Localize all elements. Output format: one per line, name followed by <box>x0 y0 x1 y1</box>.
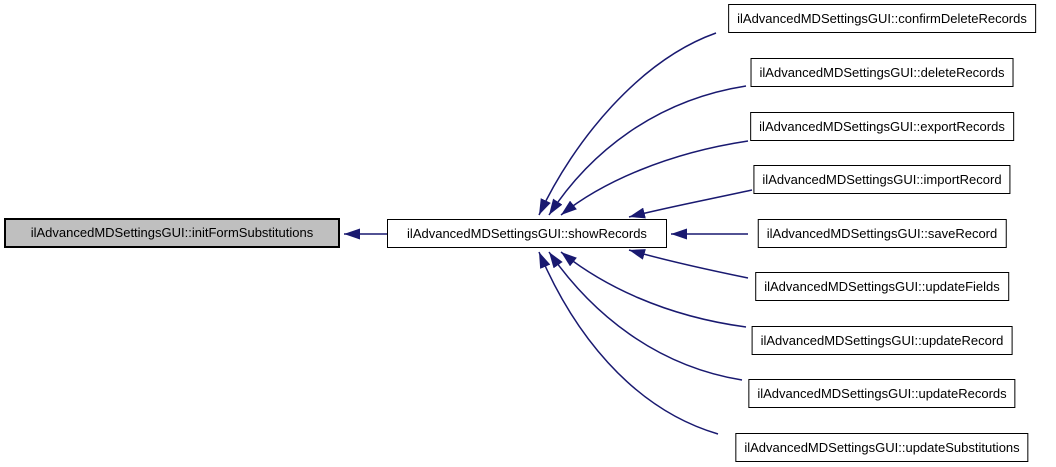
node-updateSubstitutions[interactable]: ilAdvancedMDSettingsGUI::updateSubstitut… <box>735 433 1029 462</box>
edge-importRecord-to-showRecords <box>628 189 753 219</box>
node-exportRecords[interactable]: ilAdvancedMDSettingsGUI::exportRecords <box>750 112 1014 141</box>
node-confirmDeleteRecords[interactable]: ilAdvancedMDSettingsGUI::confirmDeleteRe… <box>728 4 1036 33</box>
edge-exportRecords-to-showRecords <box>560 140 749 216</box>
node-initFormSubstitutions: ilAdvancedMDSettingsGUI::initFormSubstit… <box>4 218 340 248</box>
node-updateFields[interactable]: ilAdvancedMDSettingsGUI::updateFields <box>755 272 1009 301</box>
node-deleteRecords[interactable]: ilAdvancedMDSettingsGUI::deleteRecords <box>750 58 1014 87</box>
edge-updateRecords-to-showRecords <box>548 251 743 381</box>
node-importRecord[interactable]: ilAdvancedMDSettingsGUI::importRecord <box>753 165 1011 194</box>
edge-deleteRecords-to-showRecords <box>548 85 747 216</box>
node-saveRecord[interactable]: ilAdvancedMDSettingsGUI::saveRecord <box>757 219 1007 248</box>
node-updateRecord[interactable]: ilAdvancedMDSettingsGUI::updateRecord <box>751 326 1013 355</box>
edge-updateRecord-to-showRecords <box>560 251 747 328</box>
edge-confirmDeleteRecords-to-showRecords <box>538 32 717 216</box>
node-showRecords[interactable]: ilAdvancedMDSettingsGUI::showRecords <box>387 219 667 248</box>
edge-updateSubstitutions-to-showRecords <box>538 251 719 435</box>
edge-updateFields-to-showRecords <box>628 249 749 279</box>
node-updateRecords[interactable]: ilAdvancedMDSettingsGUI::updateRecords <box>748 379 1016 408</box>
